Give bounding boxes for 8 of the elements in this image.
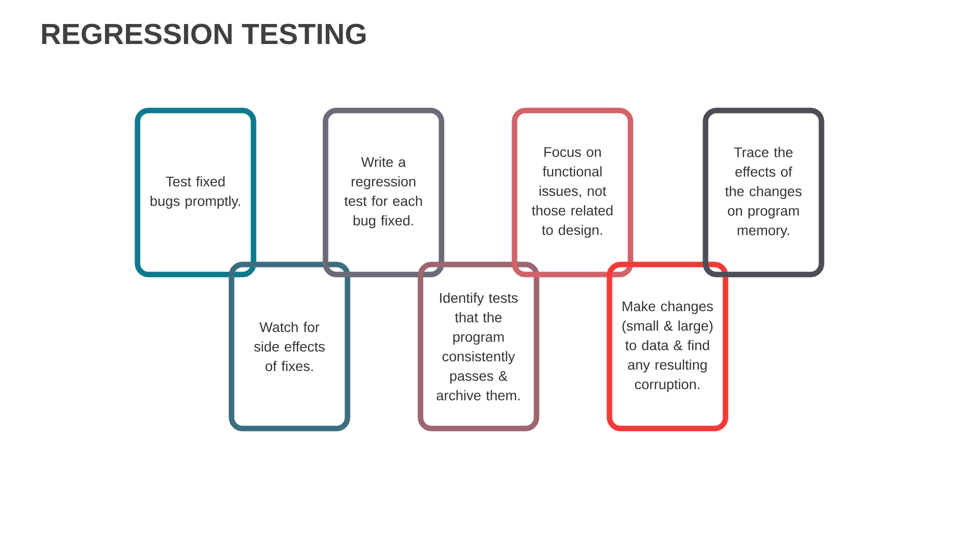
step-box: Write a regression test for each bug fixed. [322,108,444,278]
step-box: Test fixed bugs promptly. [134,108,256,278]
step-box: Watch for side effects of fixes. [228,262,350,432]
title: REGRESSION TESTING [42,24,366,44]
step-box: Make changes (small & large) to data & find any resulting corruption. [606,262,728,432]
step-box: Trace the effects of the changes on program memory. [702,108,824,278]
step-box: Identify tests that the program consistently passes & archive them. [418,262,540,432]
step-box: Focus on functional issues, not those related to design. [512,108,634,278]
